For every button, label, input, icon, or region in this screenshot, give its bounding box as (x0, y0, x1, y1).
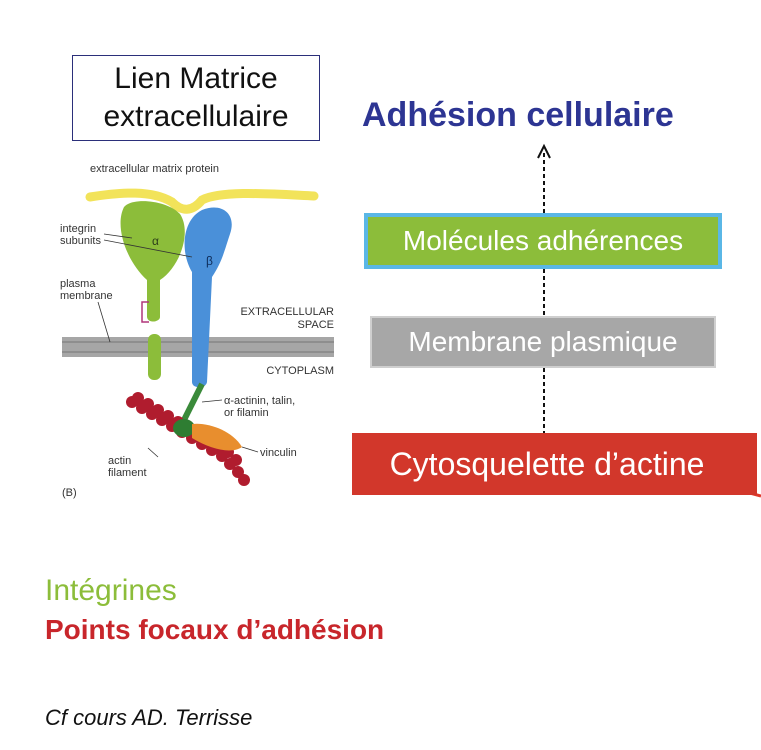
cytosquelette-actine-box: Cytosquelette d’actine (337, 433, 757, 495)
membrane-plasmique-box: Membrane plasmique (370, 316, 716, 368)
label-extracellular-line2: SPACE (298, 319, 334, 331)
label-cytoplasm: CYTOPLASM (266, 365, 334, 377)
label-ecm-protein: extracellular matrix protein (90, 163, 219, 175)
label-integrin-line2: subunits (60, 235, 101, 247)
integrines-label: Intégrines (45, 574, 177, 607)
label-actin-line2: filament (108, 467, 147, 479)
extracellular-matrix-protein-shape (85, 188, 319, 214)
label-actinin-line2: or filamin (224, 407, 269, 419)
reference-label: Cf cours AD. Terrisse (45, 705, 253, 730)
label-plasma-line1: plasma (60, 278, 96, 290)
label-vinculin: vinculin (260, 447, 297, 459)
page-title: Adhésion cellulaire (362, 96, 674, 134)
lien-matrice-line2: extracellulaire (103, 100, 289, 133)
points-focaux-label: Points focaux d’adhésion (45, 614, 385, 645)
label-beta: β (206, 254, 213, 268)
label-extracellular-line1: EXTRACELLULAR (240, 306, 334, 318)
label-actinin-line1: α-actinin, talin, (224, 395, 295, 407)
lien-matrice-line1: Lien Matrice (114, 62, 278, 95)
label-panel-b: (B) (62, 487, 77, 499)
integrin-beta-subunit (184, 207, 232, 388)
label-actin-line1: actin (108, 455, 131, 467)
actinin-complex (173, 419, 195, 437)
molecules-adherences-box: Molécules adhérences (364, 213, 722, 269)
integrin-alpha-subunit (120, 201, 185, 322)
arrowhead-up-icon (537, 143, 551, 159)
label-integrin-line1: integrin (60, 223, 96, 235)
vinculin-shape (192, 423, 242, 451)
lien-matrice-box: Lien Matrice extracellulaire (72, 55, 320, 141)
label-alpha: α (152, 234, 159, 248)
label-plasma-line2: membrane (60, 290, 113, 302)
integrin-figure: extracellular matrix protein integrin su… (52, 152, 352, 507)
